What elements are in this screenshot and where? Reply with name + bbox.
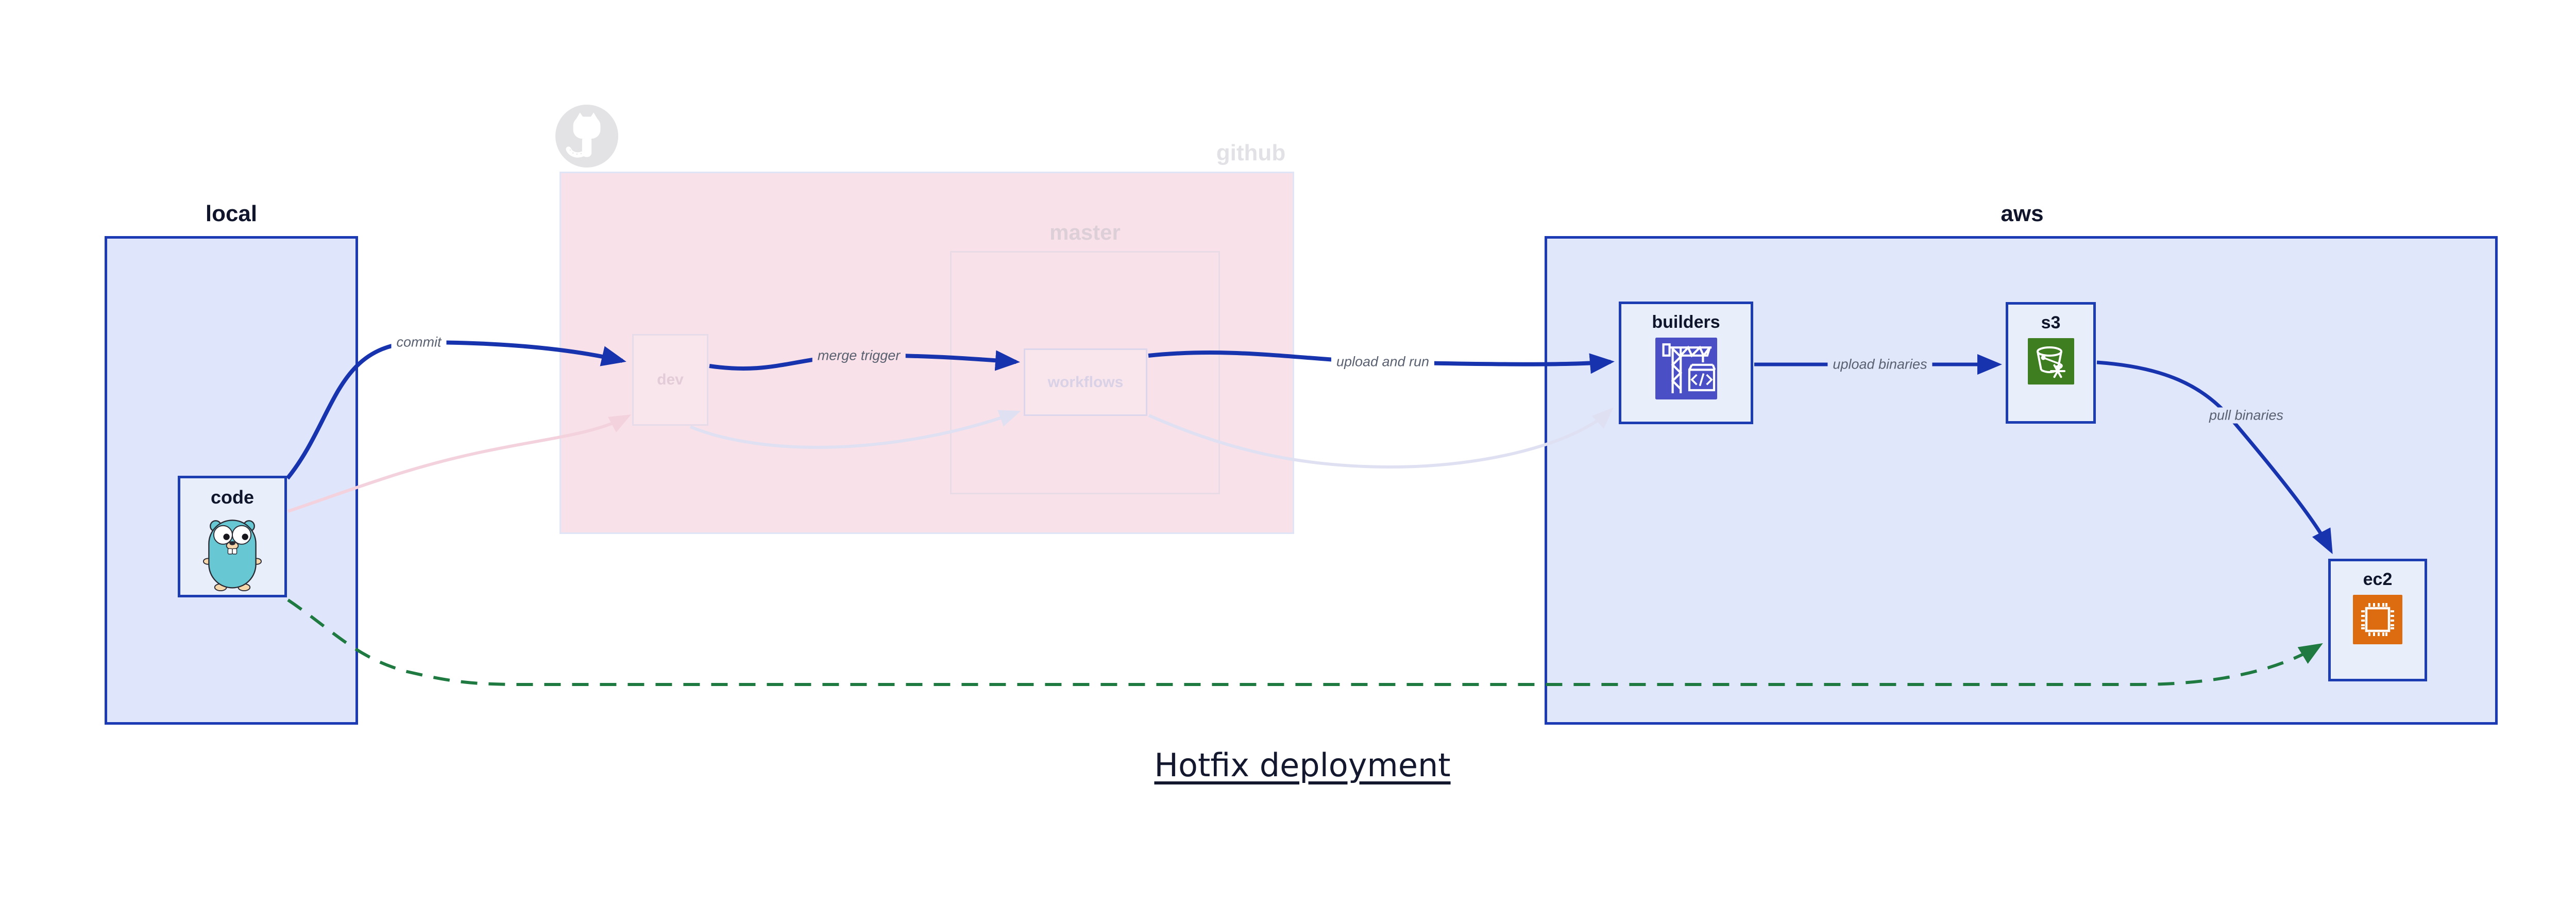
node-ec2-label: ec2 (2363, 570, 2393, 589)
node-s3: s3 (2006, 302, 2096, 424)
cpu-chip-icon (2353, 595, 2402, 644)
edge-label-merge-trigger: merge trigger (812, 347, 906, 364)
edge-label-commit: commit (391, 334, 447, 350)
bucket-snowflake-icon (2027, 338, 2074, 385)
node-s3-label: s3 (2041, 313, 2061, 332)
node-workflows: workflows (1024, 348, 1147, 416)
node-dev: dev (632, 334, 708, 426)
node-code-label: code (210, 487, 255, 508)
cluster-master (950, 251, 1220, 494)
construction-crane-icon (1655, 338, 1717, 399)
node-builders: builders (1619, 302, 1753, 424)
edge-label-upload-binaries: upload binaries (1827, 356, 1933, 373)
node-ec2: ec2 (2328, 559, 2427, 681)
github-octocat-icon (555, 105, 618, 168)
cluster-master-label: master (1049, 220, 1121, 244)
node-code: code (178, 476, 287, 597)
node-dev-label: dev (657, 371, 684, 388)
edge-label-pull-binaries: pull binaries (2204, 407, 2289, 424)
node-builders-label: builders (1652, 312, 1720, 332)
cluster-github-label: github (1216, 140, 1286, 165)
edge-label-upload-and-run: upload and run (1331, 354, 1435, 370)
go-gopher-icon (201, 513, 263, 592)
cluster-aws-label: aws (2001, 201, 2044, 226)
diagram-title: Hotfix deployment (1154, 746, 1451, 784)
cluster-local-label: local (205, 201, 258, 226)
node-workflows-label: workflows (1047, 373, 1124, 391)
